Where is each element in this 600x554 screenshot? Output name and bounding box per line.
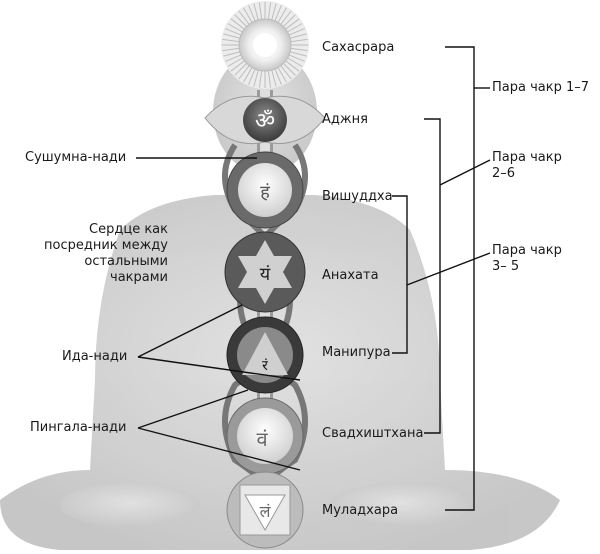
crown-ray	[280, 10, 292, 25]
crown-ray	[283, 14, 296, 27]
muladhara-glyph: लं	[260, 502, 272, 521]
crown-ray	[289, 33, 307, 39]
crown-ray	[234, 14, 247, 27]
muladhara-lotus-icon: लं	[226, 471, 304, 549]
crown-ray	[271, 3, 277, 21]
chakra-label-vishuddha: Вишуддха	[322, 189, 393, 204]
pair-label-1-7: Пара чакр 1–7	[492, 80, 590, 95]
sahasrara-lotus-icon	[221, 1, 309, 89]
crown-ray	[253, 3, 259, 21]
crown-ray	[248, 68, 256, 85]
crown-ray	[289, 51, 307, 57]
chakra-label-svadhisthana: Свадхиштхана	[322, 426, 424, 441]
crown-ray	[267, 70, 272, 88]
pair-label-2-6: Пара чакр 2–6	[492, 150, 562, 181]
anahata-lotus-icon: यं	[224, 231, 306, 313]
crown-ray	[238, 65, 250, 80]
svadhisthana-glyph: वं	[256, 427, 268, 451]
left-leader-lines	[136, 157, 301, 471]
crown-ray	[277, 7, 287, 23]
crown-ray	[267, 2, 272, 20]
label-sushumna: Сушумна-нади	[25, 150, 127, 165]
crown-ray	[288, 54, 305, 62]
crown-ray	[258, 2, 263, 20]
crown-ray	[277, 67, 287, 83]
label-heart-mediator: Сердце как посредник между остальными ча…	[44, 222, 168, 285]
crown-ray	[238, 10, 250, 25]
crown-ray	[225, 54, 242, 62]
crown-ray	[287, 23, 303, 33]
chakra-label-muladhara: Муладхара	[322, 503, 399, 518]
crown-ray	[222, 47, 240, 52]
crown-ray	[285, 18, 300, 30]
crown-ray	[248, 5, 256, 22]
chakra-label-manipura: Манипура	[322, 345, 391, 360]
label-pingala: Пингала-нади	[30, 420, 127, 435]
manipura-lotus-icon: रं	[226, 316, 304, 394]
crown-ray	[243, 7, 253, 23]
ajna-lotus-icon: ॐ	[204, 95, 326, 145]
crown-ray	[290, 38, 308, 43]
crown-ray	[287, 57, 303, 67]
crown-ray	[234, 63, 247, 76]
crown-ray	[271, 69, 277, 87]
crown-ray	[274, 5, 282, 22]
crown-ray	[223, 33, 241, 39]
crown-ray	[283, 63, 296, 76]
anahata-glyph: यं	[260, 264, 271, 285]
chakra-label-ajna: Аджня	[322, 112, 368, 127]
crown-ray	[290, 47, 308, 52]
chakra-label-sahasrara: Сахасрара	[322, 40, 395, 55]
crown-ray	[243, 67, 253, 83]
svadhisthana-lotus-icon: वं	[226, 397, 304, 475]
crown-ray	[223, 51, 241, 57]
crown-ray	[230, 60, 245, 72]
crown-ray	[227, 57, 243, 67]
crown-ray	[230, 18, 245, 30]
vishuddha-glyph: हं	[260, 182, 270, 203]
manipura-glyph: रं	[262, 358, 268, 374]
pair-brackets	[392, 46, 491, 511]
crown-ray	[285, 60, 300, 72]
crown-ray	[227, 23, 243, 33]
crown-ray	[222, 38, 240, 43]
label-ida: Ида-нади	[62, 349, 128, 364]
vishuddha-lotus-icon: हं	[226, 151, 304, 229]
crown-ray	[225, 28, 242, 36]
ajna-glyph: ॐ	[255, 109, 275, 134]
crown-ray	[280, 65, 292, 80]
crown-ray	[274, 68, 282, 85]
crown-ray	[258, 70, 263, 88]
chakra-label-anahata: Анахата	[322, 268, 379, 283]
crown-ray	[253, 69, 259, 87]
pair-label-3-5: Пара чакр 3– 5	[492, 243, 562, 274]
crown-ray	[288, 28, 305, 36]
